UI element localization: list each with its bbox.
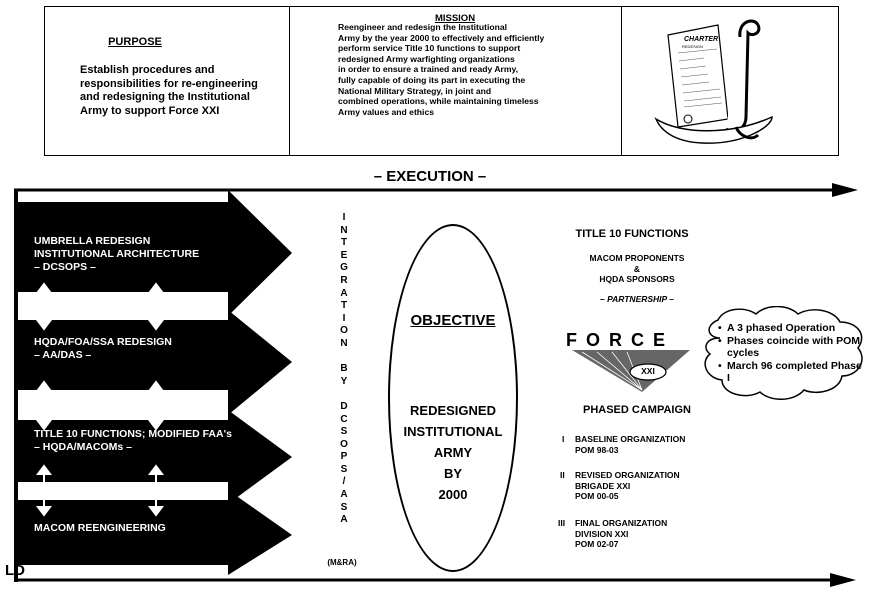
mission-title: MISSION bbox=[434, 13, 476, 24]
force-xxi-badge: XXI bbox=[641, 366, 655, 376]
ld-label: LD bbox=[5, 562, 25, 579]
cloud-item: •Phases coincide with POM cycles bbox=[718, 334, 861, 360]
objective-title: OBJECTIVE bbox=[410, 312, 496, 329]
purpose-text: Establish procedures and responsibilitie… bbox=[80, 64, 258, 117]
execution-arrow-bottom bbox=[14, 573, 856, 587]
cloud-callout bbox=[704, 306, 863, 400]
title10-proponents: MACOM PROPONENTS&HQDA SPONSORS bbox=[589, 253, 685, 284]
redesign-bands bbox=[18, 190, 292, 575]
execution-label: – EXECUTION – bbox=[373, 168, 487, 185]
purpose-box bbox=[44, 6, 290, 156]
mission-text: Reengineer and redesign the Institutiona… bbox=[338, 22, 545, 117]
objective-oval bbox=[388, 224, 518, 572]
cloud-item: •A 3 phased Operation bbox=[718, 322, 836, 334]
left-baseline bbox=[14, 190, 18, 582]
mission-box bbox=[289, 6, 622, 156]
band-hqda-redesign: HQDA/FOA/SSA REDESIGN– AA/DAS – bbox=[34, 336, 172, 361]
charter-subtitle: REDESIGN bbox=[682, 44, 703, 49]
partnership-label: – PARTNERSHIP – bbox=[599, 294, 674, 304]
cloud-item: •March 96 completed Phase I bbox=[718, 359, 862, 385]
band-macom-reengineering: MACOM REENGINEERING bbox=[34, 522, 166, 534]
force-xxi-logo-icon bbox=[572, 350, 690, 392]
charter-scroll-illustration: CHARTER REDESIGN bbox=[654, 19, 773, 144]
objective-text: REDESIGNED INSTITUTIONAL ARMY BY 2000 bbox=[403, 403, 503, 502]
execution-arrow-top bbox=[14, 183, 858, 197]
title10-heading: TITLE 10 FUNCTIONS bbox=[575, 228, 689, 240]
band-title10-functions: TITLE 10 FUNCTIONS; MODIFIED FAA's– HQDA… bbox=[34, 428, 232, 453]
charter-title: CHARTER bbox=[684, 36, 718, 43]
cloud-bullets: •A 3 phased Operation •Phases coincide w… bbox=[718, 322, 864, 385]
charter-box bbox=[621, 6, 839, 156]
purpose-title: PURPOSE bbox=[108, 36, 162, 48]
force-xxi-logo-text: F O R C E bbox=[566, 330, 668, 350]
phased-campaign-heading: PHASED CAMPAIGN bbox=[583, 404, 691, 416]
integration-suffix: (M&RA) bbox=[327, 558, 357, 567]
